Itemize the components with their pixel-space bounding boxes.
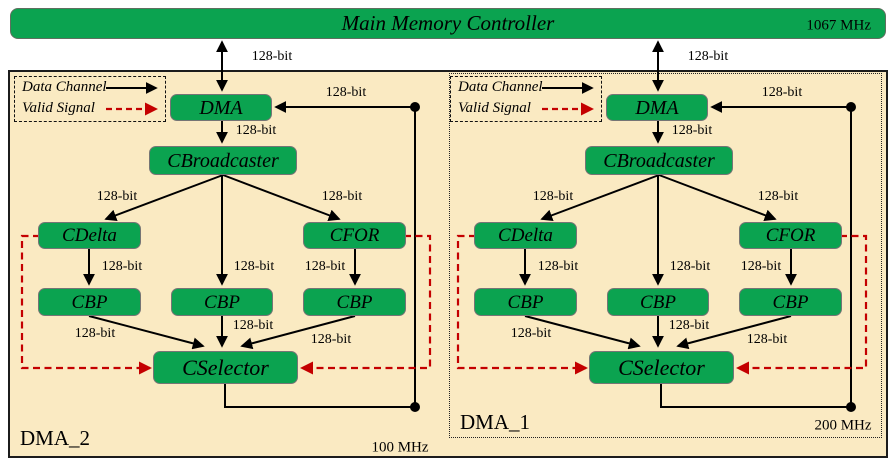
bus-width-label: 128-bit (235, 123, 277, 138)
bus-width-label: 128-bit (671, 123, 713, 138)
memory-bar-title: Main Memory Controller (341, 10, 555, 35)
bus-width-label: 128-bit (325, 85, 367, 100)
bp-right-node: CBP (303, 288, 406, 316)
dma-node: DMA (606, 94, 708, 121)
bus-width-label: 128-bit (761, 85, 803, 100)
bus-width-label: 128-bit (757, 189, 799, 204)
bus-width-label: 128-bit (232, 318, 274, 333)
cfor-node: CFOR (303, 222, 406, 249)
memory-bar-frequency: 1067 MHz (806, 17, 871, 34)
bus-width-label: 128-bit (668, 318, 710, 333)
bus-width-label: 128-bit (510, 326, 552, 341)
legend-box (450, 76, 602, 122)
legend-box (14, 76, 166, 122)
legend-valid-signal-label: Valid Signal (22, 100, 95, 116)
broadcaster-node: CBroadcaster (149, 146, 297, 175)
bus-width-label: 128-bit (537, 259, 579, 274)
legend-data-channel-label: Data Channel (22, 79, 107, 95)
panel-frequency-dma2: 100 MHz (371, 439, 429, 456)
bus-width-label: 128-bit (96, 189, 138, 204)
legend-data-channel-label: Data Channel (458, 79, 543, 95)
bus-width-label: 128-bit (669, 259, 711, 274)
delta-node: CDelta (38, 222, 141, 249)
bus-width-label: 128-bit (101, 259, 143, 274)
panel-name-dma1: DMA_1 (460, 410, 531, 434)
selector-node: CSelector (589, 351, 734, 384)
bus-width-label: 128-bit (532, 189, 574, 204)
bus-width-label: 128-bit (310, 332, 352, 347)
bp-mid-node: CBP (607, 288, 709, 316)
broadcaster-node: CBroadcaster (585, 146, 733, 175)
bus-width-label: 128-bit (233, 259, 275, 274)
bp-left-node: CBP (474, 288, 577, 316)
bp-mid-node: CBP (171, 288, 273, 316)
cfor-node: CFOR (739, 222, 842, 249)
panel-name-dma2: DMA_2 (20, 426, 91, 450)
bus-width-label: 128-bit (304, 259, 346, 274)
dma-node: DMA (170, 94, 272, 121)
bus-width-label: 128-bit (321, 189, 363, 204)
bus-width-label: 128-bit (251, 49, 293, 64)
bus-width-label: 128-bit (687, 49, 729, 64)
bus-width-label: 128-bit (746, 332, 788, 347)
legend-valid-signal-label: Valid Signal (458, 100, 531, 116)
main-memory-controller-bar: Main Memory Controller 1067 MHz (10, 8, 886, 39)
bp-right-node: CBP (739, 288, 842, 316)
delta-node: CDelta (474, 222, 577, 249)
panel-frequency-dma1: 200 MHz (814, 417, 872, 434)
bus-width-label: 128-bit (740, 259, 782, 274)
selector-node: CSelector (153, 351, 298, 384)
bp-left-node: CBP (38, 288, 141, 316)
bus-width-label: 128-bit (74, 326, 116, 341)
